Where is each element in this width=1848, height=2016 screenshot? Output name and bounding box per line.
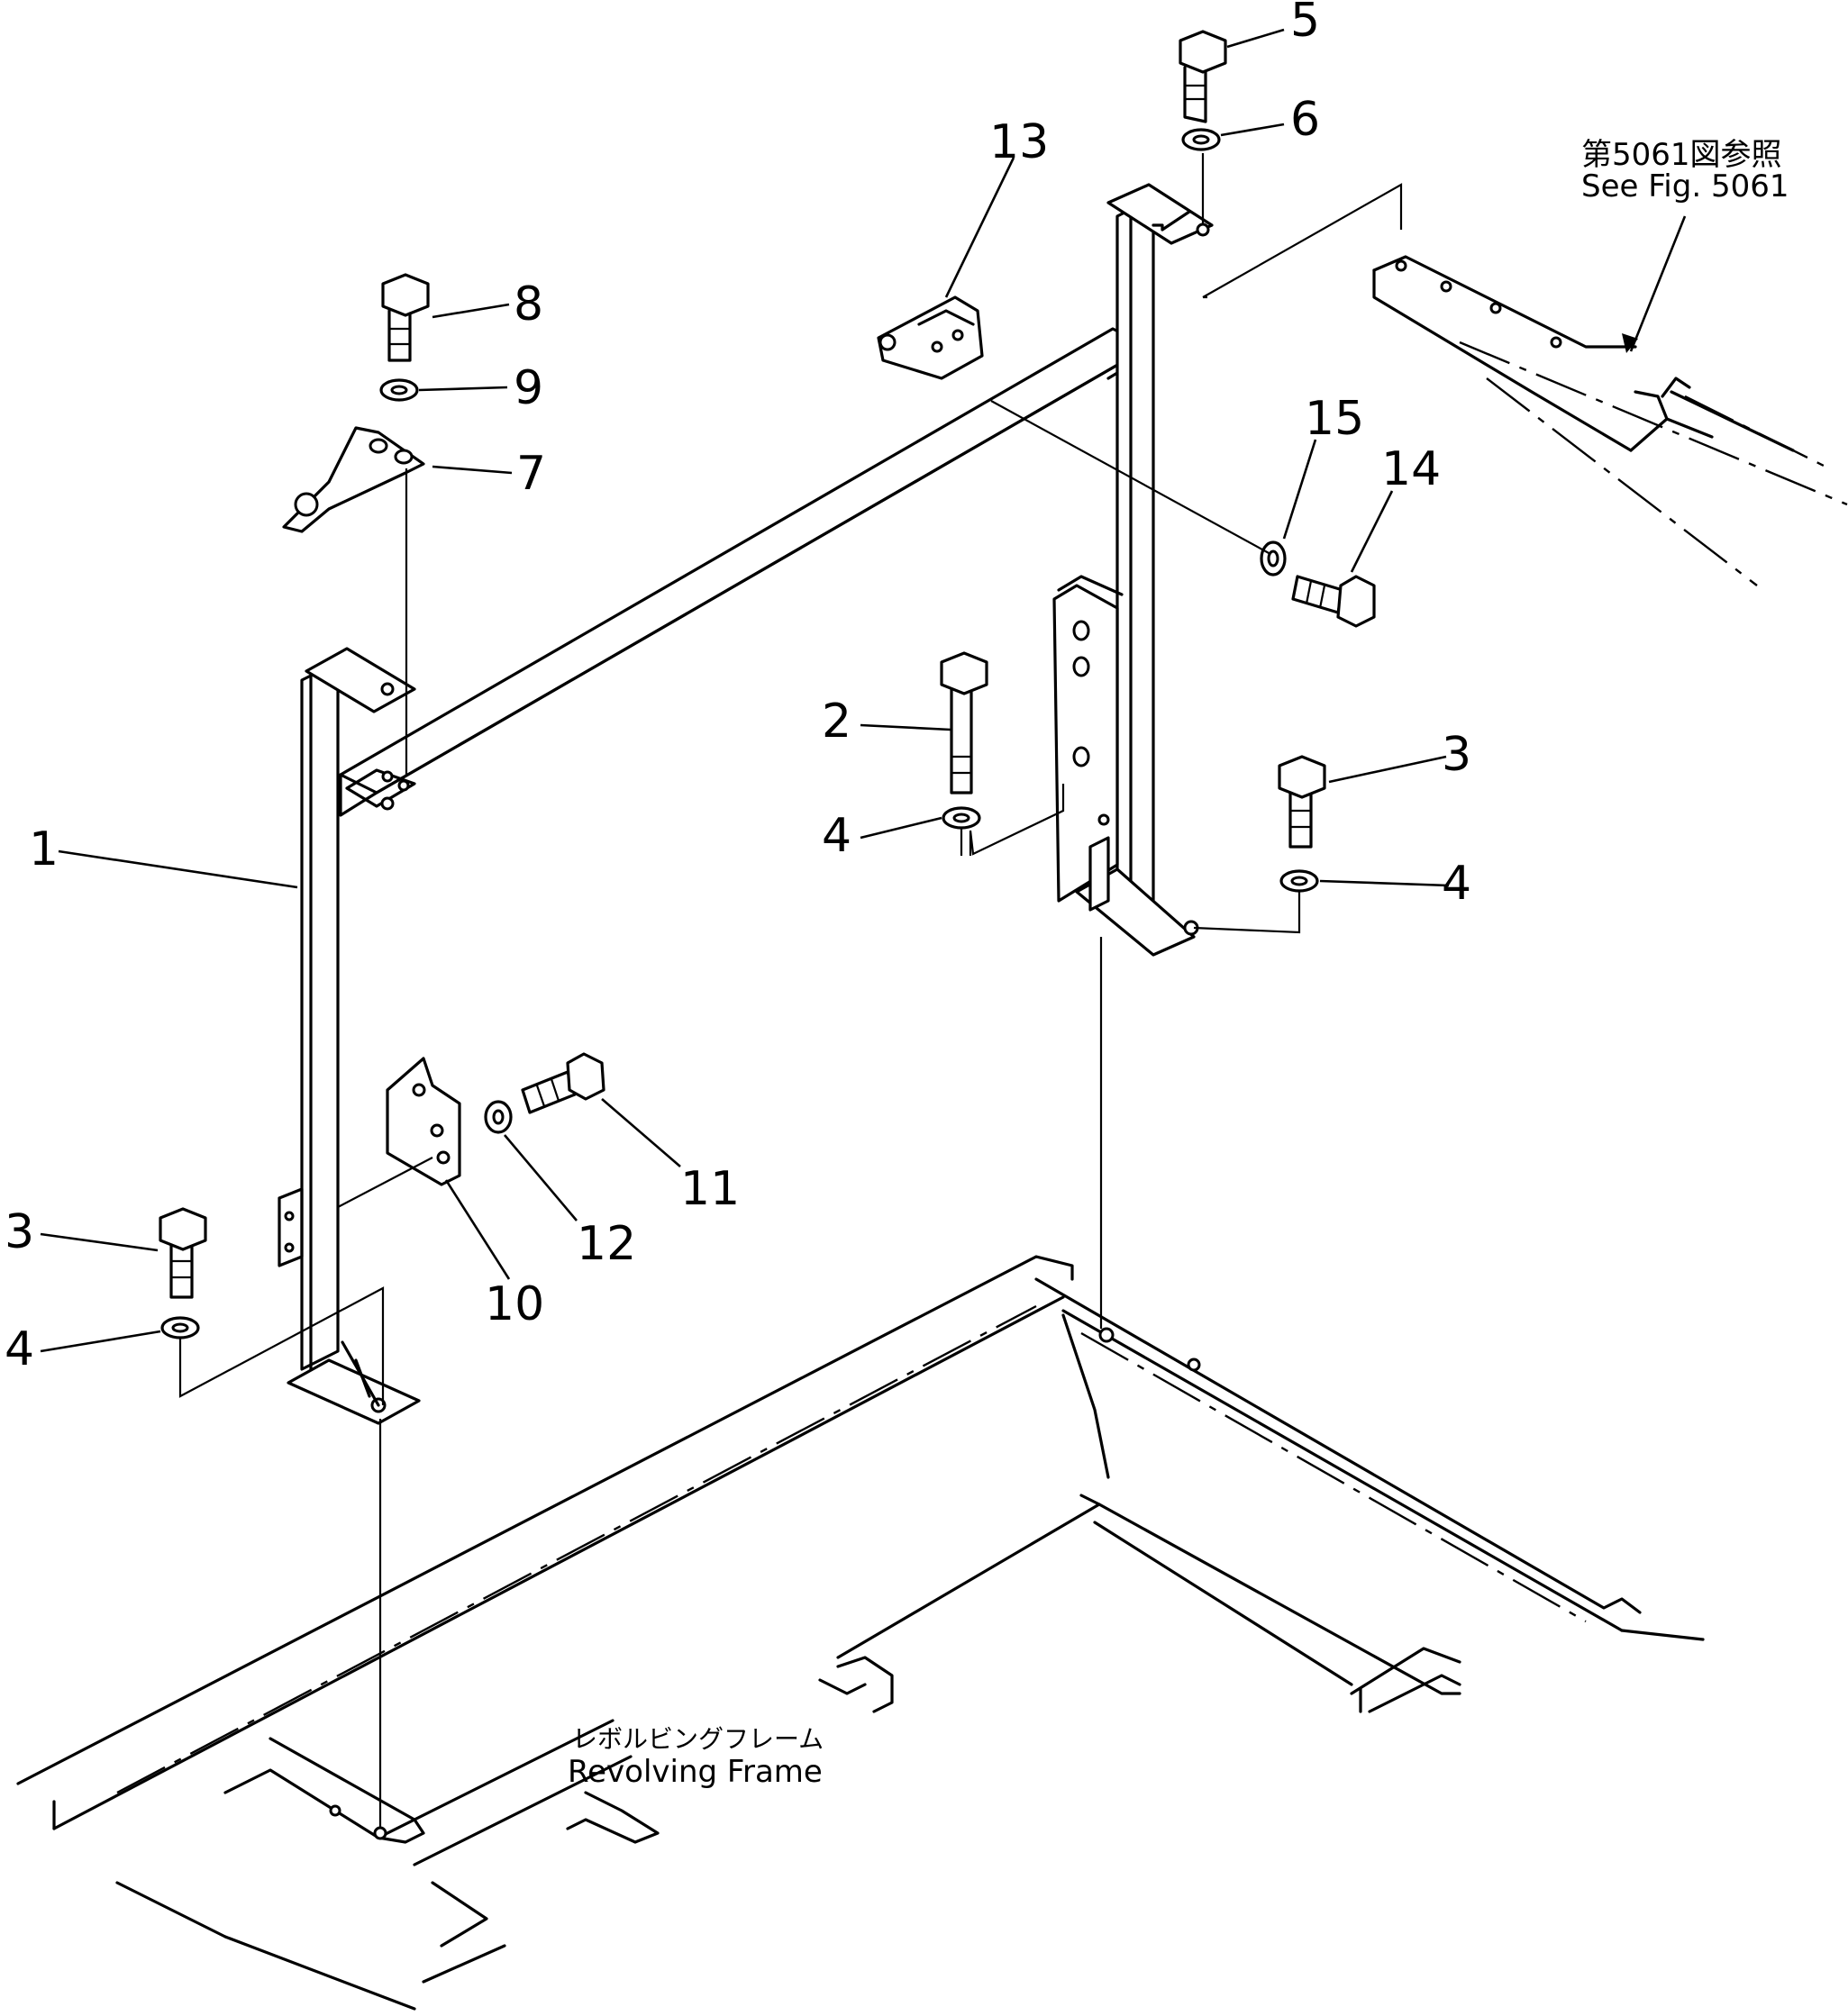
frame-right-post [1052, 183, 1214, 957]
callout-10: 10 [485, 1277, 544, 1331]
bolt-5-icon [1179, 30, 1227, 123]
callout-13: 13 [989, 115, 1049, 169]
revolving-frame-label-en: Revolving Frame [568, 1754, 823, 1790]
bolt-14-icon [1291, 575, 1376, 628]
callout-7: 7 [516, 447, 546, 501]
notes: 第5061図参照 See Fig. 5061 レボルビングフレーム Revolv… [568, 137, 1789, 1790]
reference-frame-5061 [1372, 215, 1848, 586]
callout-3-right: 3 [1442, 728, 1471, 782]
bolt-3-left-icon [159, 1207, 207, 1299]
see-fig-label-jp: 第5061図参照 [1581, 137, 1782, 173]
callout-6: 6 [1290, 93, 1320, 147]
callout-8: 8 [514, 277, 543, 331]
callout-labels: 5 6 13 8 9 7 15 14 2 4 3 4 1 11 12 10 3 … [5, 0, 1471, 1376]
callout-4-center: 4 [822, 809, 851, 863]
leader-lines [40, 28, 1450, 1353]
frame-left-post [278, 647, 421, 1425]
see-fig-label-en: See Fig. 5061 [1581, 168, 1789, 204]
assembly-lines [178, 153, 1403, 1829]
callout-15: 15 [1305, 392, 1364, 446]
revolving-frame [16, 1255, 1705, 2011]
callout-14: 14 [1381, 442, 1441, 496]
callout-3-left: 3 [5, 1205, 34, 1259]
callout-2: 2 [822, 695, 851, 749]
bolt-8-icon [381, 273, 430, 362]
frame-top-beam [339, 327, 1151, 817]
bolt-2-icon [940, 651, 988, 795]
callout-11: 11 [680, 1162, 740, 1216]
callout-1: 1 [29, 822, 59, 876]
callout-4-left: 4 [5, 1322, 34, 1376]
callout-4-right: 4 [1442, 857, 1471, 911]
bolt-11-icon [521, 1052, 605, 1114]
revolving-frame-label-jp: レボルビングフレーム [572, 1724, 824, 1754]
callout-12: 12 [577, 1217, 636, 1271]
bolt-3-right-icon [1278, 755, 1326, 849]
bracket-7 [282, 426, 425, 533]
bracket-10 [386, 1057, 461, 1186]
callout-9: 9 [514, 361, 543, 415]
clip-13 [877, 295, 984, 380]
callout-5: 5 [1290, 0, 1320, 48]
